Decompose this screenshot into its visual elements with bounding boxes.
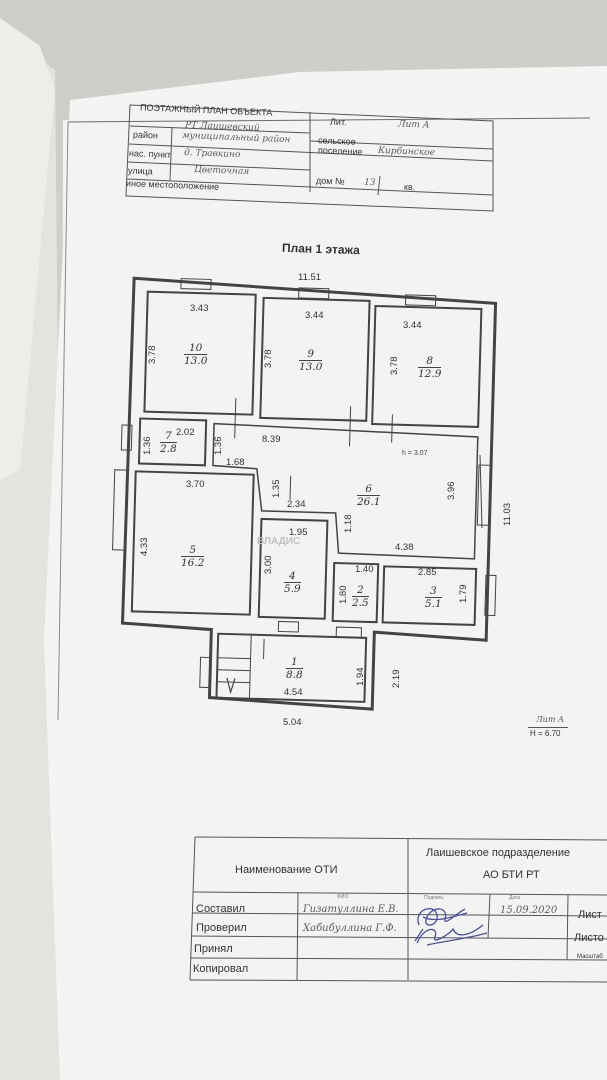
watermark: ВЛАДИС [257,536,301,547]
dim-r8-w: 3.44 [403,320,422,331]
room-8-number: 8 [418,355,442,369]
header-table-lines [125,104,494,212]
room-4-number: 4 [284,570,301,584]
footer-sign-head: Подпись [424,895,444,901]
dim-r3-h: 1.79 [458,584,469,604]
dim-r9-w: 3.44 [305,310,324,321]
dim-r9-h: 3.78 [263,349,274,369]
room-5-number: 5 [181,544,205,558]
room-1-area: 8.8 [286,669,303,682]
lit-note-1: Лит А [536,715,565,724]
dim-right-total: 11.03 [502,502,513,526]
dim-r5-h: 4.33 [139,537,150,557]
footer-list-2: Листо [574,932,604,944]
footer-row3-label: Принял [194,943,233,955]
room-10-area: 13.0 [184,355,208,368]
footer-fio-head: ФИО [337,894,349,900]
footer-table-lines [189,836,607,983]
lit-note-2: Н = 6.70 [530,729,561,738]
dim-r4-h: 3.00 [263,555,274,575]
footer-dept: Лаишевское подразделение [426,847,571,859]
footer-row4-label: Копировал [193,963,249,975]
dim-r8-h: 3.78 [389,356,400,376]
dim-porch-inner: 4.54 [284,687,303,698]
dim-hall-3-96: 3.96 [446,481,457,501]
dim-r5-w: 3.70 [186,479,205,490]
room-7-number: 7 [160,430,177,444]
room-3-area: 5.1 [425,598,442,611]
dim-r2-h: 1.80 [338,585,349,605]
room-10-number: 10 [184,342,208,356]
dim-r7-h: 1.36 [142,436,153,456]
footer-row1-label: Составил [196,903,246,915]
room-2-area: 2.5 [352,597,369,610]
room-1-number: 1 [286,656,303,670]
room-8-area: 12.9 [418,368,442,381]
dim-r10-w: 3.43 [190,303,209,314]
footer-row1-name: Гизатуллина Е.В. [303,904,399,915]
footer-row2-label: Проверил [196,922,247,934]
dim-hall-4-38: 4.38 [395,542,414,553]
dim-r7-w: 2.02 [176,427,195,438]
room-2-number: 2 [352,584,369,598]
dim-hall-2-34: 2.34 [287,499,306,510]
dim-porch-height: 1.94 [355,667,366,687]
footer-row1-date: 15.09.2020 [500,905,558,916]
dim-r7-h2: 1.36 [213,436,224,456]
footer-scale: Масштаб [577,954,603,960]
room-9-area: 13.0 [299,361,323,374]
footer-org: АО БТИ РТ [483,869,540,881]
room-5-area: 16.2 [181,557,205,570]
dim-r2-w: 1.40 [355,564,374,575]
lit-note-divider [528,727,568,728]
dim-hall-len: 8.39 [262,434,281,445]
dim-hall-1-68: 1.68 [226,457,245,468]
dim-top-total: 11.51 [298,272,322,283]
dim-bottom-porch: 5.04 [283,717,302,728]
floor-plan [112,276,498,711]
dim-porch-side: 2.19 [391,669,402,689]
signature-marks [414,908,488,946]
dim-hall-1-18: 1.18 [343,514,354,534]
room-9-number: 9 [299,348,323,362]
room-6-number: 6 [357,483,381,497]
room-4-area: 5.9 [284,583,301,596]
dim-r3-w: 2.85 [418,567,437,578]
room-7-area: 2.8 [160,443,177,456]
footer-list-1: Лист [578,909,602,921]
footer-row2-name: Хабибуллина Г.Ф. [303,923,397,934]
dim-r4-w: 1.95 [289,527,308,538]
footer-name-label: Наименование ОТИ [235,864,338,876]
room-3-number: 3 [425,585,442,599]
height-note: h = 3.07 [402,450,428,457]
dim-hall-1-35: 1.35 [271,479,282,499]
dim-r10-h: 3.78 [147,345,158,365]
room-6-area: 26.1 [357,496,381,509]
footer-date-head: Дата [509,895,521,901]
